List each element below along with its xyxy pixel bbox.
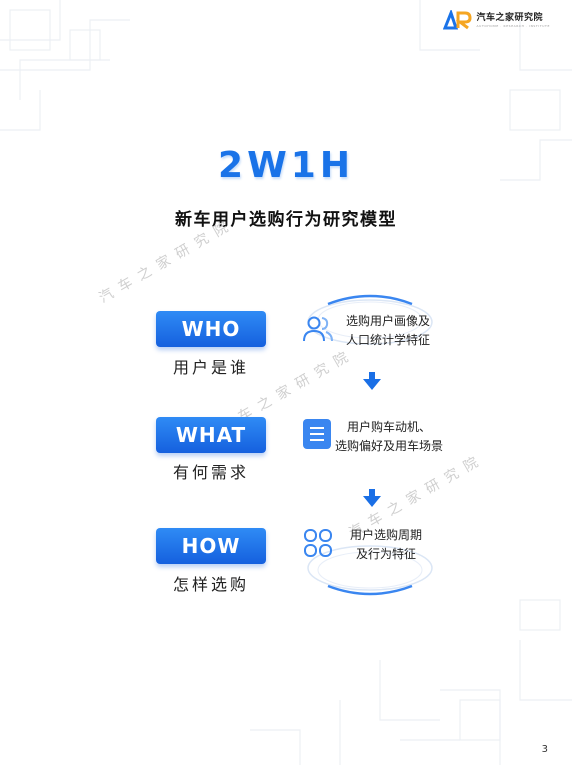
who-description: 选购用户画像及 人口统计学特征 <box>346 312 430 350</box>
what-description-line: 选购偏好及用车场景 <box>335 439 444 453</box>
users-icon <box>303 316 333 342</box>
who-badge: WHO <box>156 311 266 347</box>
what-description-line: 用户购车动机、 <box>347 420 432 434</box>
arrow-down-icon <box>363 489 381 507</box>
brand-header: 汽车之家研究院 AUTOHOME · RESEARCH · INSTITUTE <box>442 10 551 30</box>
list-icon <box>303 419 331 449</box>
how-description-line: 及行为特征 <box>356 547 417 561</box>
autohome-logo-icon <box>442 10 472 30</box>
brand-name: 汽车之家研究院 <box>476 12 544 23</box>
who-description-line: 人口统计学特征 <box>346 333 431 347</box>
ring-decoration-bottom <box>307 545 433 596</box>
who-description-line: 选购用户画像及 <box>346 314 431 328</box>
how-description-line: 用户选购周期 <box>350 528 423 542</box>
page-number: 3 <box>541 744 548 755</box>
how-badge: HOW <box>156 528 266 564</box>
what-badge: WHAT <box>156 417 266 453</box>
how-label: 怎样选购 <box>172 575 249 594</box>
brand-subtitle: AUTOHOME · RESEARCH · INSTITUTE <box>476 23 550 28</box>
page-title: 2W1H <box>218 145 354 186</box>
arrow-down-icon <box>363 372 381 390</box>
how-description: 用户选购周期 及行为特征 <box>350 526 422 564</box>
grid-icon <box>304 529 332 557</box>
what-description: 用户购车动机、 选购偏好及用车场景 <box>335 418 443 456</box>
who-label: 用户是谁 <box>172 358 249 377</box>
page-subtitle: 新车用户选购行为研究模型 <box>175 210 397 230</box>
what-label: 有何需求 <box>172 463 249 482</box>
